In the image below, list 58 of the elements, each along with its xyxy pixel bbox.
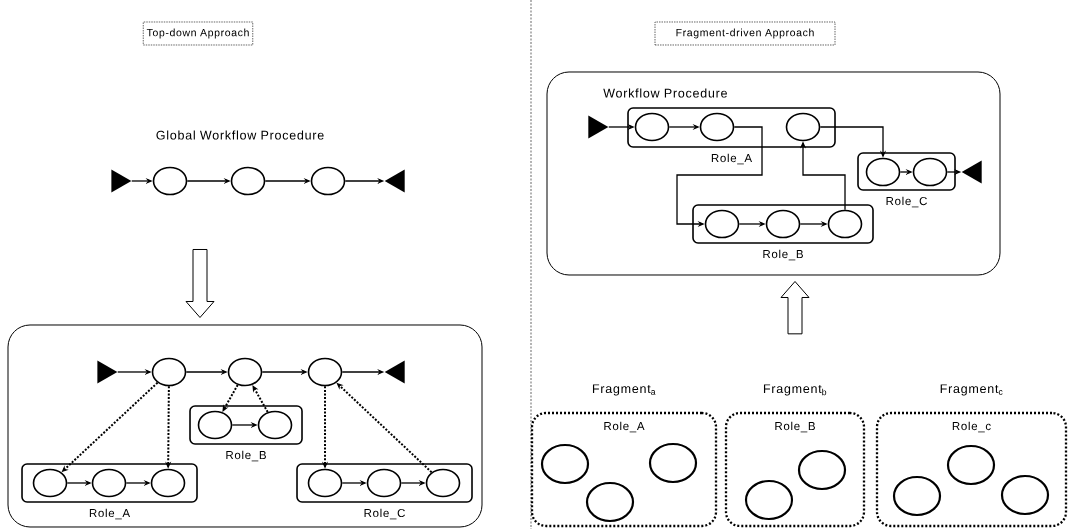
node-label: Role_C: [364, 508, 405, 520]
title-box: Top-down Approach: [142, 21, 254, 46]
triangle-marker: [588, 115, 609, 139]
block-arrow: [780, 281, 810, 335]
activity-circle: [366, 468, 402, 498]
role-box: Role_B: [189, 405, 303, 462]
activity-circle: [425, 468, 461, 498]
diagram-label: Global Workflow Procedure: [156, 130, 324, 140]
activity-circle: [892, 475, 942, 517]
role-box: Role_A: [627, 107, 836, 165]
activity-circle: [152, 166, 188, 196]
fragment-box: Fragment$_{b}$ Role_B: [724, 384, 866, 528]
activity-circle: [827, 209, 863, 239]
activity-circle: [1000, 474, 1050, 516]
node-label: Role_B: [226, 450, 266, 462]
activity-circle: [310, 166, 346, 196]
activity-circle: [257, 410, 293, 440]
node-label: Fragment$_{a}$: [592, 384, 656, 396]
activity-circle: [227, 357, 263, 387]
activity-circle: [307, 468, 343, 498]
activity-circle: [307, 357, 343, 387]
activity-circle: [912, 157, 948, 187]
node-label: Role_C: [886, 196, 927, 208]
activity-circle: [197, 410, 233, 440]
title-box: Fragment-driven Approach: [654, 21, 836, 46]
role-box: Role_A: [21, 463, 198, 520]
triangle-marker: [961, 160, 982, 184]
activity-circle: [865, 157, 901, 187]
block-arrow: [185, 249, 215, 318]
activity-circle: [634, 112, 670, 142]
fragment-box: Fragment$_{a}$ Role_A: [530, 384, 718, 528]
triangle-marker: [384, 360, 405, 384]
activity-circle: [150, 468, 186, 498]
activity-circle: [91, 468, 127, 498]
node-label: Role_A: [711, 153, 753, 165]
node-label: Role_B: [763, 249, 803, 261]
activity-circle: [744, 479, 794, 521]
triangle-marker: [97, 360, 118, 384]
triangle-marker: [384, 169, 405, 193]
activity-circle: [699, 112, 735, 142]
activity-circle: [648, 442, 698, 484]
activity-circle: [797, 449, 847, 491]
activity-circle: [704, 209, 740, 239]
process-panel: [7, 324, 483, 528]
activity-circle: [946, 444, 996, 486]
activity-circle: [151, 357, 187, 387]
triangle-marker: [111, 169, 132, 193]
activity-circle: [585, 481, 635, 523]
activity-circle: [230, 166, 266, 196]
node-label: Fragment$_{b}$: [763, 384, 827, 396]
activity-circle: [765, 209, 801, 239]
activity-circle: [540, 443, 590, 485]
activity-circle: [785, 112, 821, 142]
fragment-box: Fragment$_{c}$ Role_c: [875, 384, 1068, 528]
node-label: Fragment$_{c}$: [940, 384, 1003, 396]
activity-circle: [32, 468, 68, 498]
role-box: Role_C: [296, 463, 473, 520]
node-label: Role_A: [89, 508, 131, 520]
